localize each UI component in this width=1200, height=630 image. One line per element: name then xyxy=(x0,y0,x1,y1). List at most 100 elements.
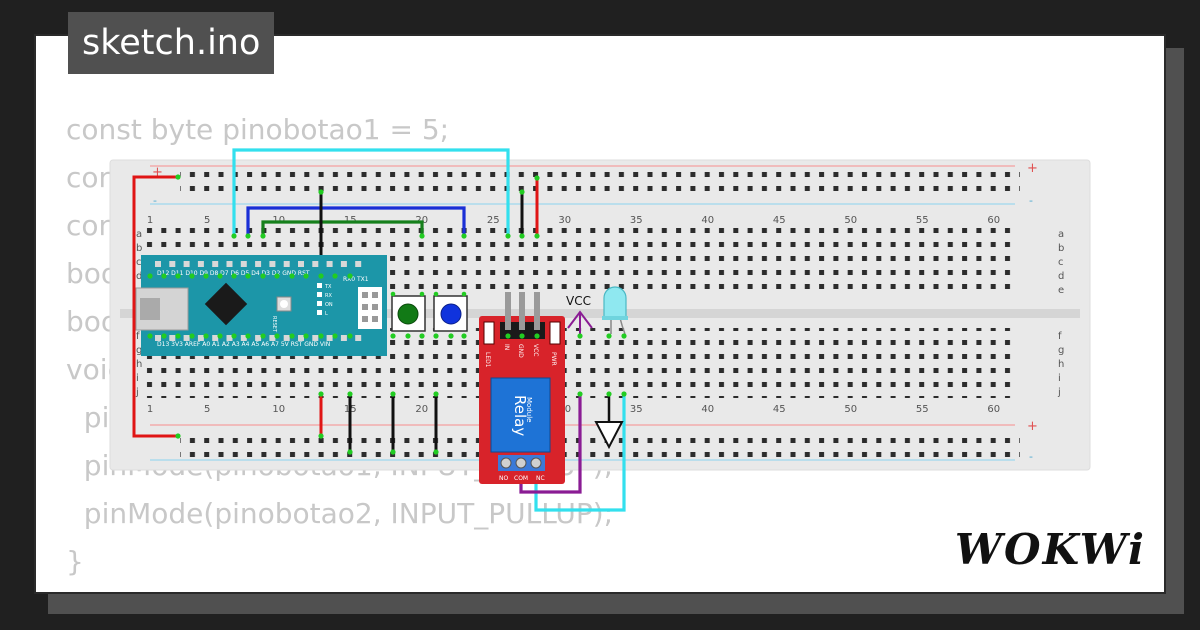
row-letter: j xyxy=(135,387,139,398)
column-number: 55 xyxy=(916,404,929,415)
arduino-pin xyxy=(283,335,290,341)
connection-dot xyxy=(621,333,627,339)
arduino-pin xyxy=(155,335,161,341)
connection-dot xyxy=(505,233,511,239)
icsp-pin xyxy=(362,304,368,310)
connection-dot xyxy=(303,273,309,279)
row-letter: a xyxy=(1058,229,1064,240)
connection-dot xyxy=(161,273,167,279)
pushbutton-blue[interactable] xyxy=(433,295,468,332)
arduino-pin xyxy=(355,261,362,267)
relay-pwr-label: PWR xyxy=(550,352,557,366)
vcc-label: VCC xyxy=(566,294,591,308)
connection-dot xyxy=(318,433,324,439)
arduino-pin xyxy=(340,335,347,341)
code-line: pinMode(pinobotao2, INPUT_PULLUP); xyxy=(66,497,614,530)
code-line: const byte pinobotao1 = 5; xyxy=(66,113,450,146)
button-leg-dots xyxy=(390,291,467,297)
connection-dot xyxy=(274,333,280,339)
relay-terminal-screw[interactable] xyxy=(500,457,512,469)
status-led-label: RX xyxy=(325,293,332,299)
arduino-pin xyxy=(298,261,304,267)
column-number: 25 xyxy=(487,215,500,226)
relay-module[interactable]: LED1 PWR IN GND VCC Relay Module NO COM … xyxy=(479,292,565,484)
connection-dot xyxy=(203,273,209,279)
arduino-pin xyxy=(326,261,333,267)
connection-dot xyxy=(189,333,195,339)
arduino-pin xyxy=(212,335,219,341)
arduino-pin-headers xyxy=(155,261,362,341)
wire-red-power-left[interactable] xyxy=(132,175,178,438)
rail-plus-label: + xyxy=(152,165,163,180)
arduino-pin xyxy=(340,261,347,267)
column-number: 5 xyxy=(204,404,210,415)
code-line: } xyxy=(66,545,84,578)
button-leg-dot xyxy=(433,291,439,297)
connection-dot xyxy=(419,333,425,339)
vcc-symbol: VCC xyxy=(566,294,593,336)
relay-terminal-label-no: NO xyxy=(499,475,508,482)
arduino-pin xyxy=(283,261,290,267)
row-letter: d xyxy=(1058,271,1064,282)
arduino-pin xyxy=(240,261,247,267)
pushbutton-green-cap[interactable] xyxy=(397,303,419,325)
pushbutton-green[interactable] xyxy=(391,295,426,332)
connection-dot xyxy=(433,391,439,397)
connection-dot xyxy=(274,273,280,279)
arduino-pin xyxy=(197,261,204,267)
connection-dot xyxy=(390,449,396,455)
wire-cyan-top[interactable] xyxy=(232,148,510,236)
relay-terminals xyxy=(500,457,542,469)
arduino-pin xyxy=(312,335,319,341)
project-title: sketch.ino xyxy=(68,12,275,74)
row-letter: f xyxy=(136,331,140,342)
row-letter: h xyxy=(136,359,142,370)
row-letter: g xyxy=(1058,345,1064,356)
connection-dot xyxy=(332,273,338,279)
connection-dot xyxy=(245,233,251,239)
reset-button-cap[interactable] xyxy=(280,300,288,308)
connection-dot xyxy=(390,391,396,397)
led-cyan[interactable] xyxy=(602,286,628,335)
vcc-arrow xyxy=(567,310,593,336)
column-number: 60 xyxy=(987,215,1000,226)
wire-cyan-nc[interactable] xyxy=(534,392,626,512)
connection-dot xyxy=(161,333,167,339)
row-letter: b xyxy=(136,243,142,254)
breadboard-center-channel xyxy=(120,309,1080,318)
arduino-pin xyxy=(155,261,161,267)
row-letter: a xyxy=(136,229,142,240)
status-led-label: ON xyxy=(325,302,333,308)
relay-title: Relay xyxy=(511,395,529,436)
arduino-nano[interactable]: RESET D12 D11 D10 D9 D8 D7 D6 D5 D4 D3 D… xyxy=(135,255,387,356)
column-number: 5 xyxy=(204,215,210,226)
connection-dot xyxy=(433,333,439,339)
row-letter: c xyxy=(136,257,142,268)
wire-blue[interactable] xyxy=(246,206,466,236)
connection-dot xyxy=(347,449,353,455)
connection-dot xyxy=(289,273,295,279)
rail-minus-label: - xyxy=(153,194,157,207)
relay-terminal-screw[interactable] xyxy=(530,457,542,469)
column-number: 50 xyxy=(844,215,857,226)
connection-dot xyxy=(461,333,467,339)
led-body xyxy=(603,286,627,319)
icsp-pin xyxy=(362,292,368,298)
arduino-pin xyxy=(240,335,247,341)
connection-dot xyxy=(189,273,195,279)
wire-green[interactable] xyxy=(261,220,424,236)
led-base xyxy=(602,316,628,320)
button-leg-dot xyxy=(419,291,425,297)
relay-pin xyxy=(534,292,540,330)
relay-led-label: LED1 xyxy=(484,352,491,368)
relay-pins xyxy=(505,292,540,330)
rail-holes-top xyxy=(180,172,1020,200)
arduino-rx-tx-label: RX0 TX1 xyxy=(343,276,369,283)
rail-plus-label: + xyxy=(1027,419,1038,434)
pushbutton-blue-cap[interactable] xyxy=(440,303,462,325)
connection-dot xyxy=(147,333,153,339)
relay-terminal-screw[interactable] xyxy=(515,457,527,469)
connection-dot xyxy=(217,333,223,339)
connection-dot xyxy=(318,273,324,279)
